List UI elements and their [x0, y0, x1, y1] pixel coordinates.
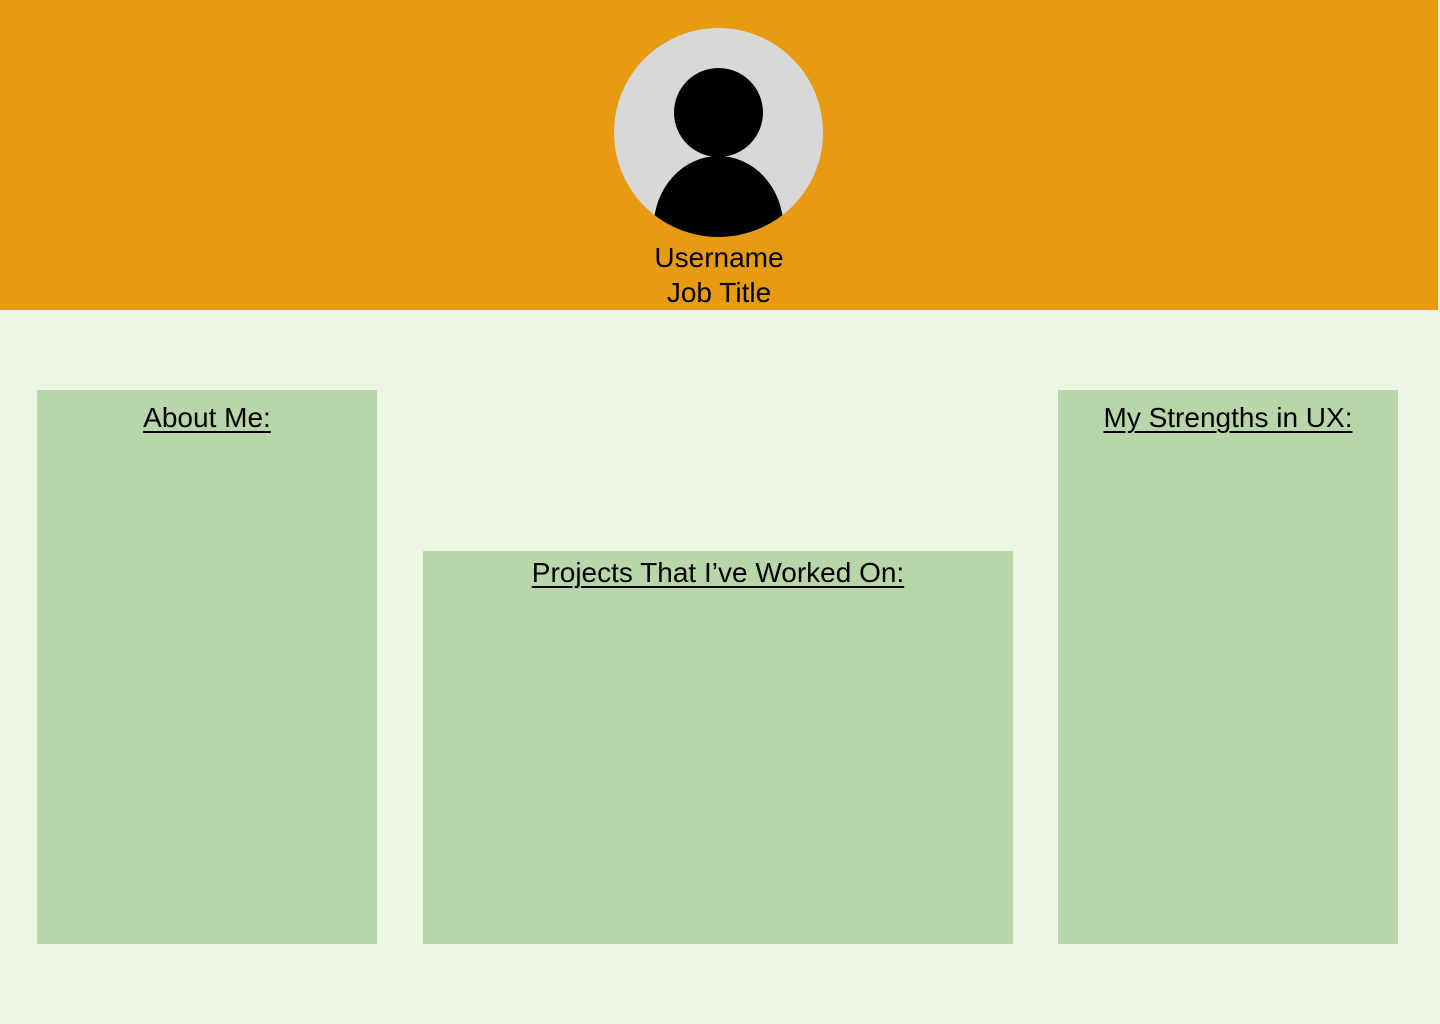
profile-header: Username Job Title: [0, 0, 1438, 310]
username: Username: [654, 242, 784, 273]
projects-panel: Projects That I’ve Worked On:: [423, 551, 1013, 944]
strengths-panel: My Strengths in UX:: [1058, 390, 1398, 944]
about-me-panel: About Me:: [37, 390, 377, 944]
avatar[interactable]: [614, 28, 823, 237]
projects-heading: Projects That I’ve Worked On:: [531, 557, 905, 588]
about-me-heading: About Me:: [143, 402, 271, 433]
user-silhouette-icon: [653, 68, 784, 237]
job-title: Job Title: [666, 277, 772, 308]
strengths-heading: My Strengths in UX:: [1103, 402, 1353, 433]
